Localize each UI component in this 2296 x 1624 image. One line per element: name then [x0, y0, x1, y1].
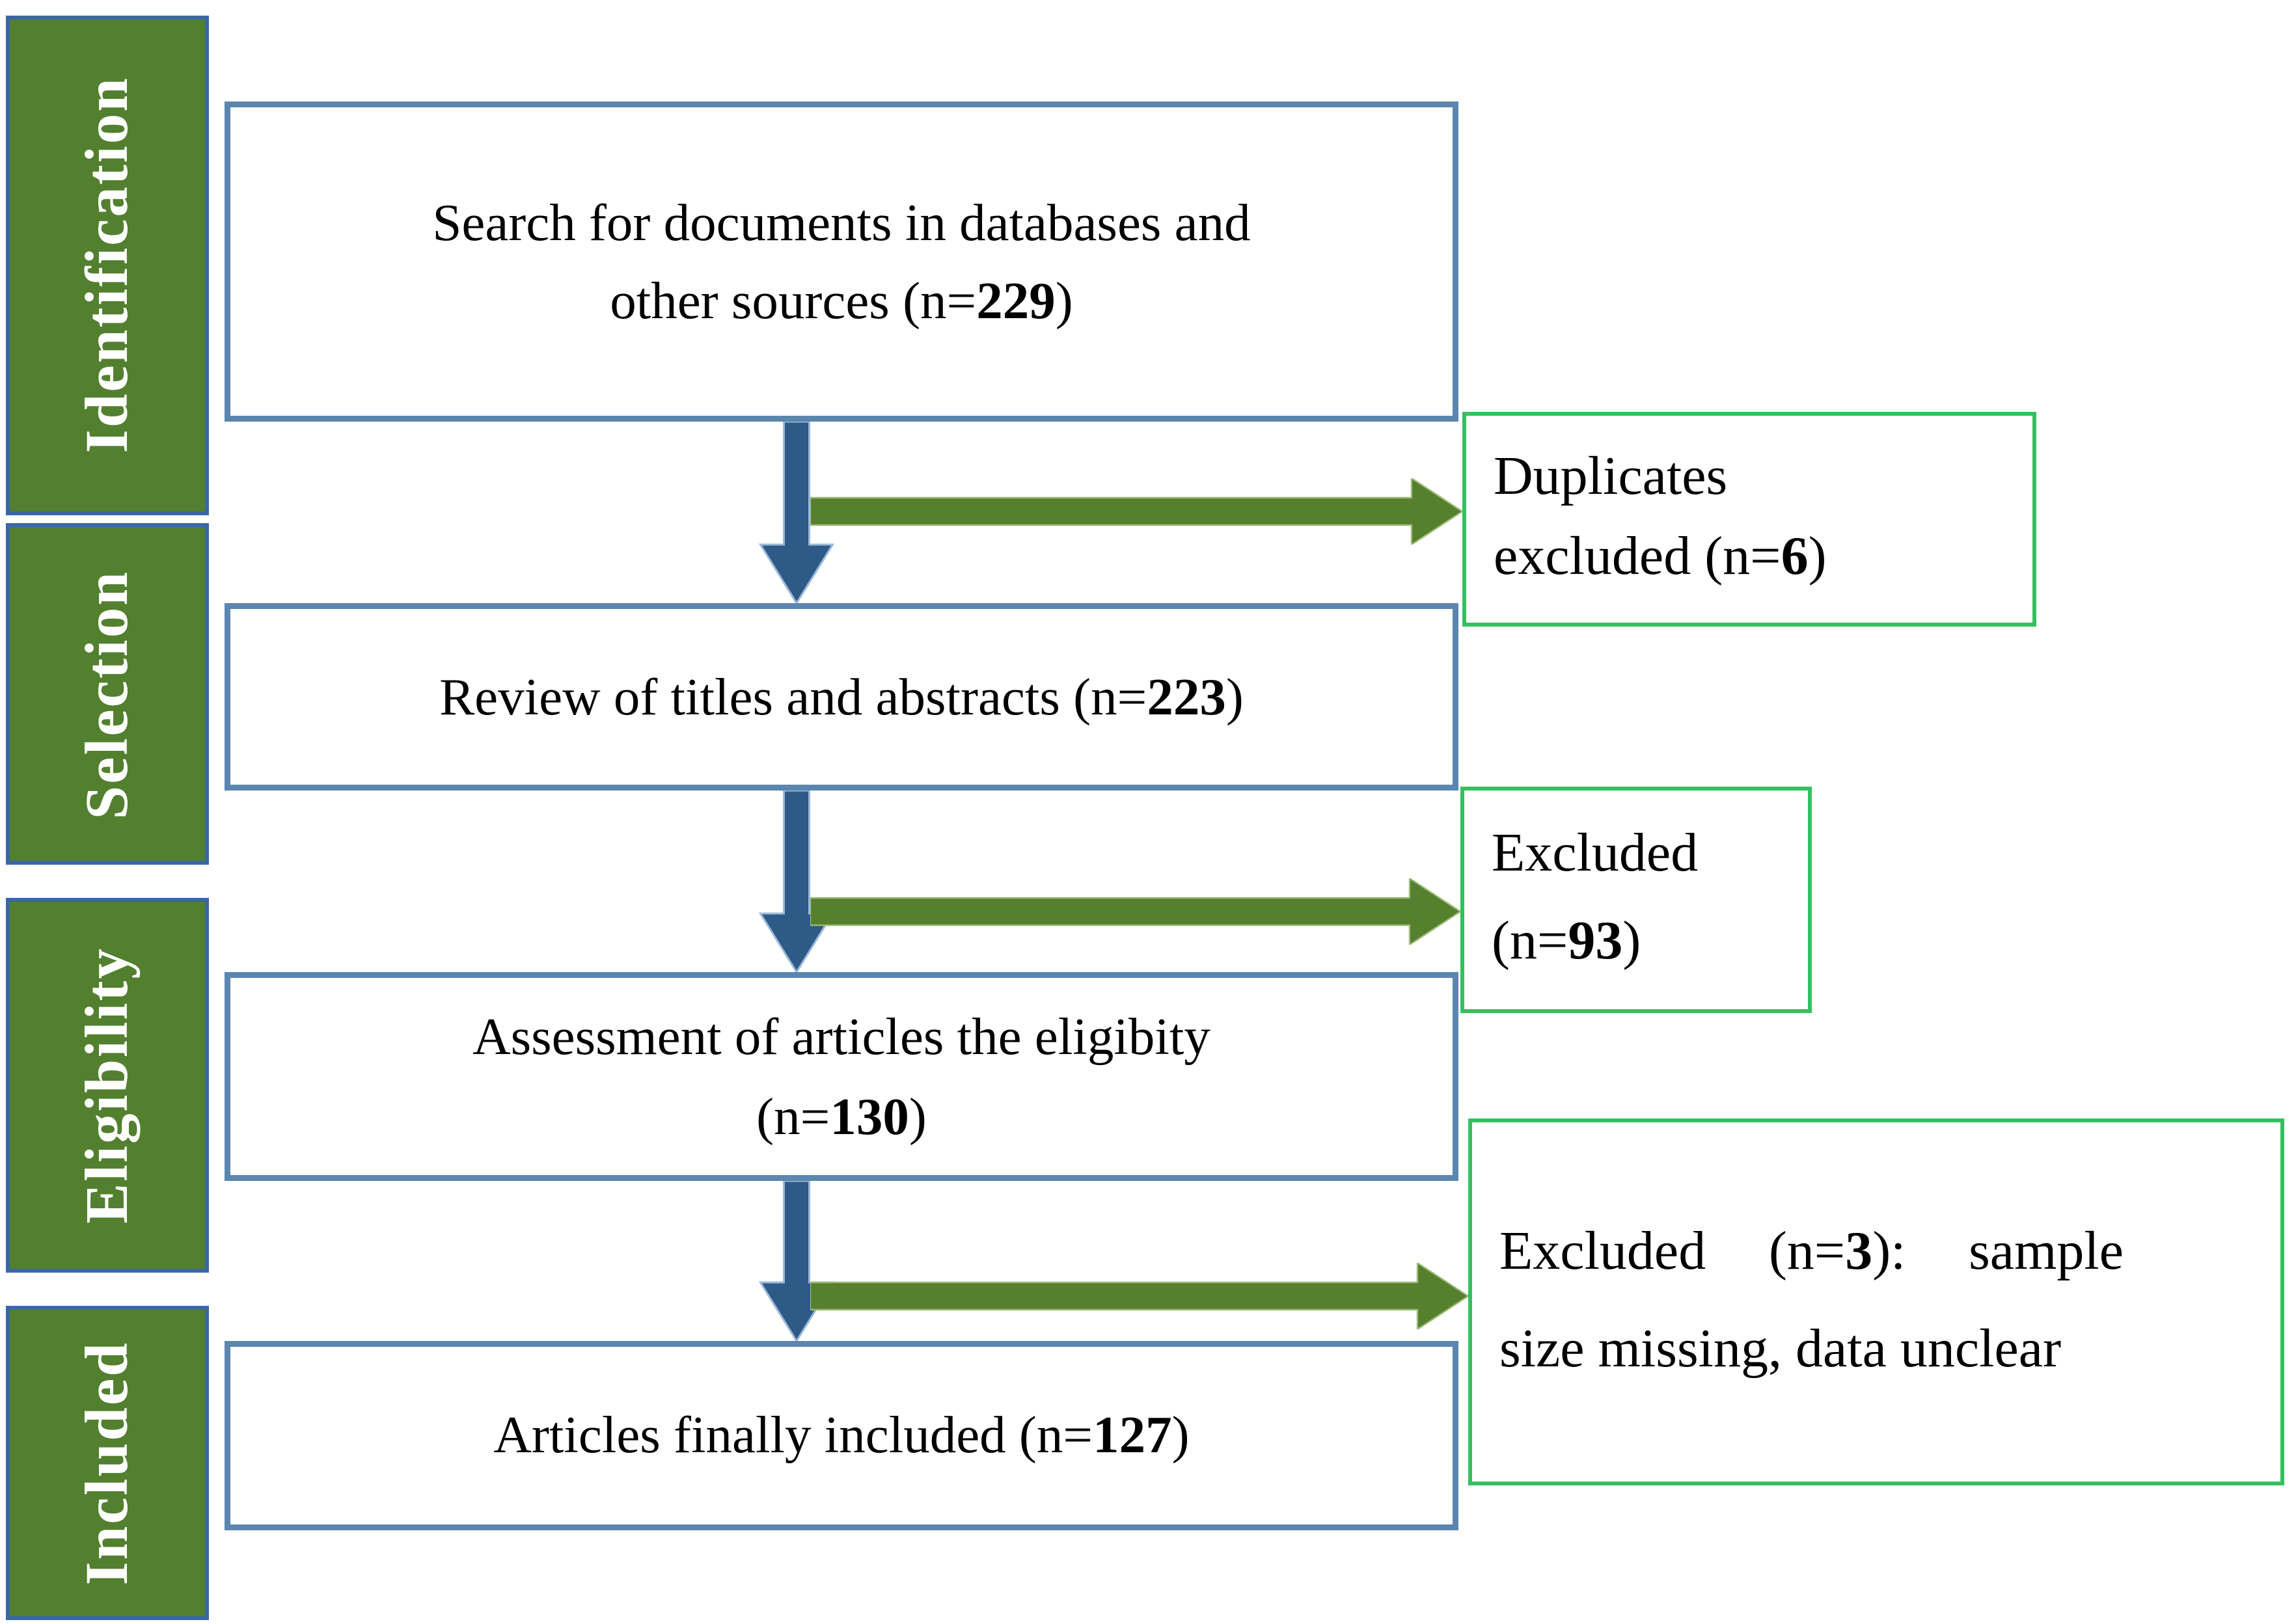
stage-label-included: Included — [72, 1340, 141, 1586]
flow-box-articles-included: Articles finally included (n=127) — [225, 1341, 1458, 1530]
side-box-text: Excluded (n=3): sample — [1499, 1221, 2124, 1282]
side-box-excluded-titles: Excluded (n=93) — [1460, 787, 1812, 1013]
flow-box-search-databases: Search for documents in databases and ot… — [225, 102, 1458, 422]
side-box-excluded-eligibility: Excluded (n=3): sample size missing, dat… — [1468, 1118, 2284, 1485]
flow-box-assessment-eligibility: Assessment of articles the eligibity (n=… — [225, 972, 1458, 1181]
flow-box-text: (n=130) — [756, 1086, 927, 1145]
side-box-text: size missing, data unclear — [1499, 1320, 2062, 1380]
stage-label-selection: Selection — [72, 569, 141, 819]
sidebar-stage-included: Included — [6, 1306, 209, 1620]
right-branch-arrow-icon — [810, 878, 1460, 945]
down-arrow-icon — [758, 791, 835, 972]
sidebar-stage-selection: Selection — [6, 523, 209, 865]
side-box-text: Duplicates — [1494, 448, 1728, 509]
side-box-text: excluded (n=6) — [1494, 527, 1827, 588]
side-box-text: (n=93) — [1492, 912, 1641, 972]
side-box-text: Excluded — [1492, 824, 1699, 885]
sidebar-stage-identification: Identification — [6, 16, 209, 515]
flow-box-text: Search for documents in databases and — [432, 192, 1251, 251]
flow-box-review-titles-abstracts: Review of titles and abstracts (n=223) — [225, 603, 1458, 791]
flow-box-text: Review of titles and abstracts (n=223) — [439, 667, 1244, 726]
stage-label-identification: Identification — [72, 77, 141, 454]
flow-box-text: Assessment of articles the eligibity — [472, 1007, 1210, 1066]
flow-box-text: Articles finally included (n=127) — [493, 1405, 1190, 1465]
sidebar-stage-eligibility: Eligibility — [6, 898, 209, 1273]
right-branch-arrow-icon — [810, 478, 1462, 545]
flow-box-text: other sources (n=229) — [610, 271, 1073, 330]
stage-label-eligibility: Eligibility — [72, 947, 141, 1224]
down-arrow-icon — [758, 422, 835, 603]
side-box-duplicates-excluded: Duplicates excluded (n=6) — [1462, 412, 2036, 627]
right-branch-arrow-icon — [810, 1263, 1468, 1329]
